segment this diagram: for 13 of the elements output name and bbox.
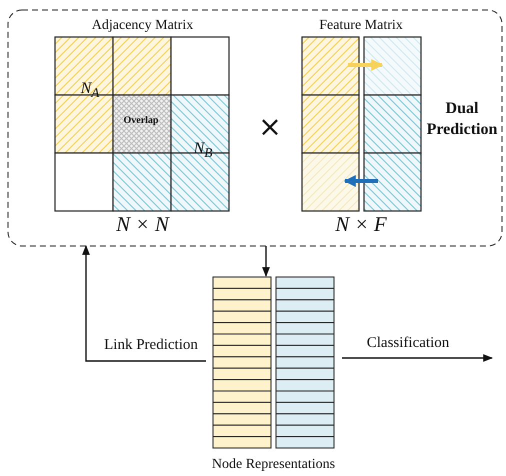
arrow [342, 354, 493, 362]
edge-label: Classification [366, 335, 450, 352]
arrow [262, 246, 270, 277]
overlap-label: Overlap [122, 115, 160, 126]
multiply-sign: × [258, 110, 282, 143]
node-representations-title: Node Representations [210, 457, 336, 473]
matrix-title: Adjacency Matrix [90, 18, 194, 34]
dimension-text: N × N [115, 212, 171, 237]
dimension-text: N × F [334, 212, 388, 237]
arrow [82, 245, 206, 362]
edge-label: Link Prediction [103, 337, 199, 354]
matrix-title: Feature Matrix [318, 18, 404, 34]
region-title: Dual Prediction [426, 99, 498, 140]
